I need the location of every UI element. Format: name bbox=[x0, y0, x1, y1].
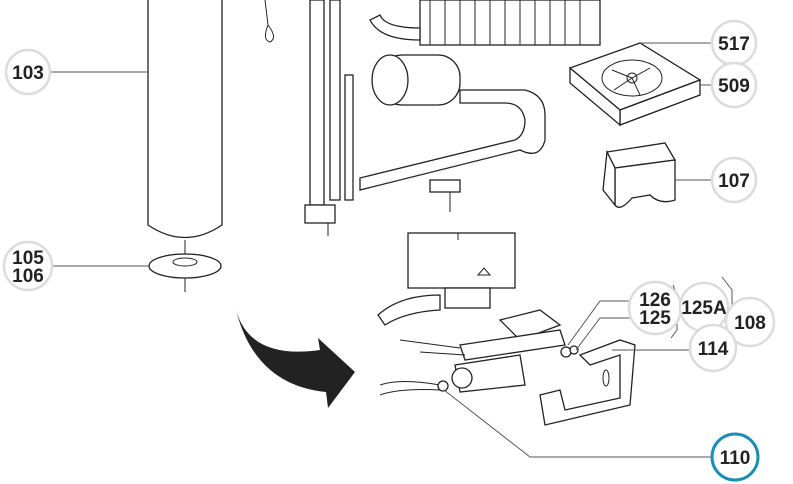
callout-label: 110 bbox=[720, 448, 751, 469]
callout-label: 103 bbox=[12, 63, 44, 84]
callout-label: 509 bbox=[718, 76, 750, 97]
callout-label: 125A bbox=[681, 298, 727, 319]
callout-105-106[interactable]: 105 106 bbox=[2, 240, 54, 292]
callout-114[interactable]: 114 bbox=[688, 323, 738, 373]
callout-label: 108 bbox=[734, 313, 766, 334]
burner-part bbox=[379, 309, 579, 396]
callout-509[interactable]: 509 bbox=[710, 61, 758, 109]
tube-part bbox=[147, 0, 223, 255]
callout-108[interactable]: 108 bbox=[724, 296, 776, 348]
bracket-part bbox=[539, 339, 636, 426]
cover-part bbox=[602, 142, 677, 208]
callout-107[interactable]: 107 bbox=[710, 156, 758, 204]
direction-arrow-icon bbox=[236, 310, 355, 408]
burner-housing-part bbox=[377, 232, 516, 326]
hook-part bbox=[264, 0, 274, 43]
fan-part bbox=[568, 42, 702, 127]
callout-label-125: 125 bbox=[639, 308, 671, 329]
callout-label: 114 bbox=[698, 339, 729, 360]
callout-103[interactable]: 103 bbox=[4, 48, 52, 96]
callout-label-106: 106 bbox=[12, 266, 44, 287]
cooling-unit-part bbox=[304, 0, 601, 236]
callout-110[interactable]: 110 bbox=[710, 432, 760, 482]
callout-125A[interactable]: 125A bbox=[678, 281, 730, 333]
callout-517[interactable]: 517 bbox=[710, 19, 758, 67]
disc-part bbox=[148, 253, 222, 292]
callout-label: 517 bbox=[718, 34, 750, 55]
callout-126-125[interactable]: 126 125 bbox=[627, 280, 683, 336]
callout-label: 107 bbox=[718, 171, 750, 192]
callout-label-126: 126 bbox=[639, 290, 671, 311]
callout-label-105: 105 bbox=[12, 248, 44, 269]
